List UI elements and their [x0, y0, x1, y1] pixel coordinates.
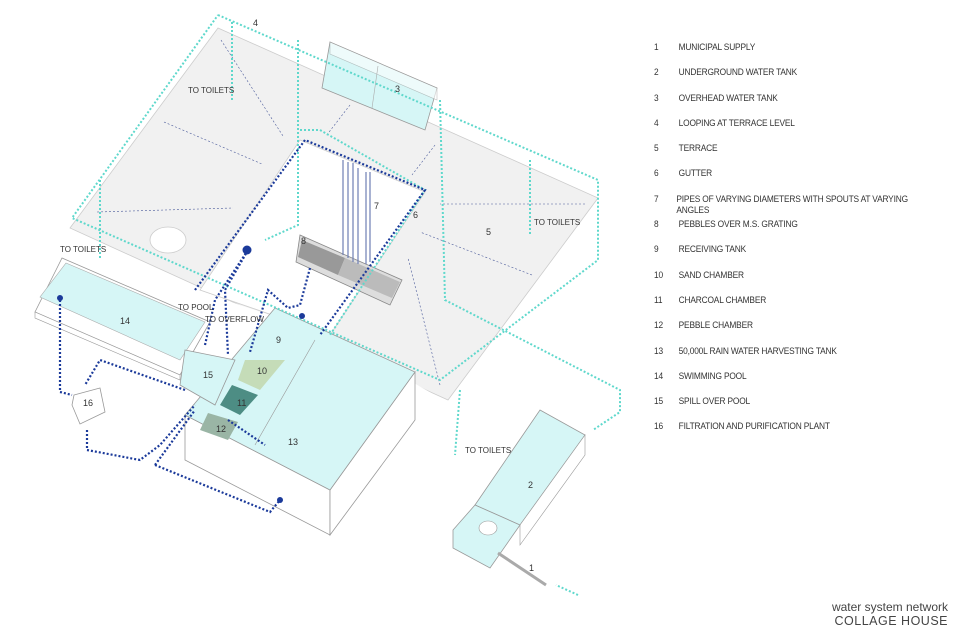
swimming-pool [34, 257, 211, 381]
legend-label: CHARCOAL CHAMBER [678, 294, 767, 306]
legend-label: PEBBLES OVER M.S. GRATING [678, 219, 798, 231]
legend-number: 6 [654, 168, 659, 180]
legend-label: OVERHEAD WATER TANK [678, 92, 778, 104]
label-6: 6 [413, 210, 418, 220]
label-4: 4 [253, 18, 258, 28]
legend-item: 2 UNDERGROUND WATER TANK [654, 67, 918, 92]
label-11: 11 [237, 398, 246, 408]
legend-label: PEBBLE CHAMBER [678, 320, 753, 332]
legend-label: PIPES OF VARYING DIAMETERS WITH SPOUTS A… [676, 193, 908, 216]
to-overflow-label: TO OVERFLOW [205, 315, 264, 324]
legend-number: 12 [654, 320, 663, 332]
legend-number: 8 [654, 219, 659, 231]
legend-label: RECEIVING TANK [678, 244, 747, 256]
to-toilets-label: TO TOILETS [188, 86, 234, 95]
legend-number: 13 [654, 345, 663, 357]
legend-number: 15 [654, 396, 663, 408]
legend-number: 14 [654, 370, 663, 382]
legend-label: LOOPING AT TERRACE LEVEL [678, 117, 795, 129]
label-2: 2 [528, 480, 533, 490]
label-10: 10 [257, 366, 267, 376]
underground-water-tank [452, 409, 586, 587]
label-13: 13 [288, 437, 298, 447]
legend-label: SAND CHAMBER [678, 269, 744, 281]
spout-pipes [342, 160, 371, 264]
label-8: 8 [301, 236, 306, 246]
legend-number: 16 [654, 421, 663, 433]
to-toilets-label: TO TOILETS [534, 218, 580, 227]
label-16: 16 [83, 398, 93, 408]
legend-number: 7 [654, 193, 659, 205]
legend-item: 7 PIPES OF VARYING DIAMETERS WITH SPOUTS … [654, 194, 918, 219]
skylight-opening [149, 226, 187, 254]
label-9: 9 [276, 335, 281, 345]
legend-item: 12 PEBBLE CHAMBER [654, 320, 918, 345]
legend-number: 1 [654, 42, 659, 53]
sand-chamber [238, 360, 285, 390]
legend-label: SPILL OVER POOL [678, 396, 751, 408]
legend-number: 2 [654, 67, 659, 79]
legend-item: 10 SAND CHAMBER [654, 270, 918, 295]
label-7: 7 [374, 201, 379, 211]
legend-label: 50,000L RAIN WATER HARVESTING TANK [678, 345, 837, 357]
legend-number: 11 [654, 294, 663, 306]
legend-label: SWIMMING POOL [678, 370, 747, 382]
pebble-grating [295, 234, 403, 306]
legend-item: 5 TERRACE [654, 143, 918, 168]
legend-item: 1 MUNICIPAL SUPPLY [654, 42, 918, 67]
legend-item: 16 FILTRATION AND PURIFICATION PLANT [654, 421, 918, 446]
legend-label: GUTTER [678, 168, 712, 180]
filtration-plant [71, 387, 106, 425]
legend-item: 9 RECEIVING TANK [654, 244, 918, 269]
legend-item: 14 SWIMMING POOL [654, 371, 918, 396]
label-12: 12 [216, 424, 226, 434]
legend-item: 11 CHARCOAL CHAMBER [654, 295, 918, 320]
rain-water-pipes [58, 138, 427, 514]
legend-item: 3 OVERHEAD WATER TANK [654, 93, 918, 118]
legend-label: MUNICIPAL SUPPLY [678, 42, 756, 53]
legend-number: 10 [654, 269, 663, 281]
legend-item: 6 GUTTER [654, 168, 918, 193]
title-line-2: COLLAGE HOUSE [834, 614, 948, 628]
legend-number: 5 [654, 143, 659, 155]
label-14: 14 [120, 316, 130, 326]
legend-number: 9 [654, 244, 659, 256]
to-toilets-label: TO TOILETS [60, 245, 106, 254]
title-line-1: water system network [831, 600, 948, 614]
fresh-water-pipes [70, 14, 621, 596]
legend-item: 13 50,000L RAIN WATER HARVESTING TANK [654, 346, 918, 371]
label-5: 5 [486, 227, 491, 237]
legend: 1 MUNICIPAL SUPPLY 2 UNDERGROUND WATER TANK… [654, 42, 954, 447]
legend-label: FILTRATION AND PURIFICATION PLANT [678, 421, 830, 433]
charcoal-chamber [220, 385, 258, 415]
to-toilets-label: TO TOILETS [465, 446, 511, 455]
legend-label: UNDERGROUND WATER TANK [678, 67, 798, 79]
legend-number: 4 [654, 117, 659, 129]
rainwater-tank [179, 307, 416, 537]
label-1: 1 [529, 563, 534, 573]
legend-item: 8 PEBBLES OVER M.S. GRATING [654, 219, 918, 244]
drawing-title: water system network COLLAGE HOUSE [832, 600, 948, 628]
legend-item: 15 SPILL OVER POOL [654, 396, 918, 421]
spill-over-pool [179, 349, 236, 406]
pipe-nodes [57, 245, 305, 503]
legend-number: 3 [654, 92, 659, 104]
legend-item: 4 LOOPING AT TERRACE LEVEL [654, 118, 918, 143]
to-pool-label: TO POOL [178, 303, 214, 312]
label-15: 15 [203, 370, 213, 380]
label-3: 3 [395, 84, 400, 94]
slope-lines [96, 39, 585, 386]
legend-label: TERRACE [678, 143, 718, 155]
